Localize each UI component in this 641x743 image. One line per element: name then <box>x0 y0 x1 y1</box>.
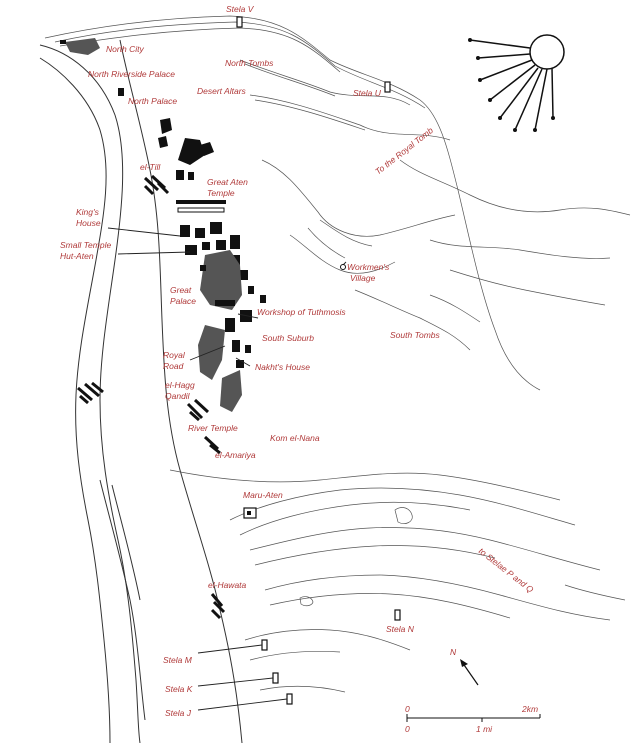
hatched-settlements <box>77 174 226 620</box>
nile-river <box>39 39 243 743</box>
label-workshop-tuthmosis: Workshop of Tuthmosis <box>257 307 346 317</box>
label-to-stelae-pq: to Stelae P and Q <box>477 546 536 595</box>
aten-sun-disc-icon <box>468 34 565 132</box>
stela-n-marker <box>394 609 401 621</box>
label-stela-k: Stela K <box>165 684 193 694</box>
label-great-aten-temple-line2: Temple <box>207 188 235 198</box>
scale-km-end: 2km <box>521 704 538 714</box>
label-workmens-village-line2: Village <box>350 273 376 283</box>
label-el-amariya: el-Amariya <box>215 450 256 460</box>
label-el-till: el-Till <box>140 162 161 172</box>
label-river-temple: River Temple <box>188 423 238 433</box>
label-great-aten-temple-line1: Great Aten <box>207 177 248 187</box>
label-stela-u: Stela U <box>353 88 382 98</box>
label-stela-j: Stela J <box>165 708 192 718</box>
label-north-riverside-palace: North Riverside Palace <box>88 69 175 79</box>
label-royal-road: Royal Road <box>163 350 187 371</box>
label-stela-v: Stela V <box>226 4 255 14</box>
label-north-palace: North Palace <box>128 96 177 106</box>
label-north-tombs: North Tombs <box>225 58 274 68</box>
label-maru-aten: Maru-Aten <box>243 490 283 500</box>
label-stela-m: Stela M <box>163 655 193 665</box>
north-arrow-icon: N <box>450 647 479 686</box>
scale-bar: 0 2km 0 1 mi <box>405 704 541 734</box>
label-to-royal-tomb: To the Royal Tomb <box>373 125 435 177</box>
scale-mi-start: 0 <box>405 724 410 734</box>
central-city-buildings <box>158 118 266 412</box>
workmens-village-marker <box>340 264 346 270</box>
label-workmens-village: Workmen's Village <box>347 262 392 283</box>
label-el-hawata: el-Hawata <box>208 580 247 590</box>
scale-km-start: 0 <box>405 704 410 714</box>
label-royal-road-line1: Royal <box>163 350 186 360</box>
desert-contours <box>44 15 631 693</box>
el-amariya-hatch <box>203 435 221 455</box>
stela-j-marker <box>286 693 293 705</box>
scale-mi-end: 1 mi <box>476 724 493 734</box>
label-kings-house-line1: King's <box>76 207 100 217</box>
maru-aten-enclosure <box>243 507 257 519</box>
label-workmens-village-line1: Workmen's <box>347 262 390 272</box>
label-south-suburb: South Suburb <box>262 333 314 343</box>
label-nakhts-house: Nakht's House <box>255 362 310 372</box>
stela-k-marker <box>272 672 279 684</box>
place-labels: Stela V North City North Tombs North Riv… <box>60 4 536 718</box>
stela-marker-icon <box>236 16 401 705</box>
label-royal-road-line2: Road <box>163 361 184 371</box>
label-kings-house-line2: House <box>76 218 101 228</box>
stela-u-marker <box>384 81 391 93</box>
label-kom-el-nana: Kom el-Nana <box>270 433 320 443</box>
label-desert-altars: Desert Altars <box>197 86 247 96</box>
label-north-city: North City <box>106 44 145 54</box>
el-till-hatch <box>143 174 170 196</box>
leader-lines <box>107 227 347 711</box>
label-south-tombs: South Tombs <box>390 330 441 340</box>
north-city-buildings <box>60 38 124 96</box>
label-stela-n: Stela N <box>386 624 415 634</box>
stela-v-marker <box>236 16 243 28</box>
label-great-aten-temple: Great Aten Temple <box>207 177 250 198</box>
west-bank-hatch <box>77 381 104 405</box>
label-el-hagg-qandil: el-Hagg Qandil <box>165 380 197 401</box>
el-hawata-hatch <box>210 593 226 620</box>
stela-m-marker <box>261 639 268 651</box>
label-kings-house: King's House <box>76 207 101 228</box>
label-el-hagg-qandil-line1: el-Hagg <box>165 380 195 390</box>
label-el-hagg-qandil-line2: Qandil <box>165 391 191 401</box>
label-small-temple-line1: Small Temple <box>60 240 111 250</box>
label-small-temple: Small Temple Hut-Aten <box>60 240 114 261</box>
label-great-palace-line2: Palace <box>170 296 196 306</box>
label-great-palace: Great Palace <box>170 285 196 306</box>
north-arrow-label: N <box>450 647 457 657</box>
label-great-palace-line1: Great <box>170 285 192 295</box>
el-hagg-qandil-hatch <box>186 398 210 422</box>
label-small-temple-line2: Hut-Aten <box>60 251 94 261</box>
